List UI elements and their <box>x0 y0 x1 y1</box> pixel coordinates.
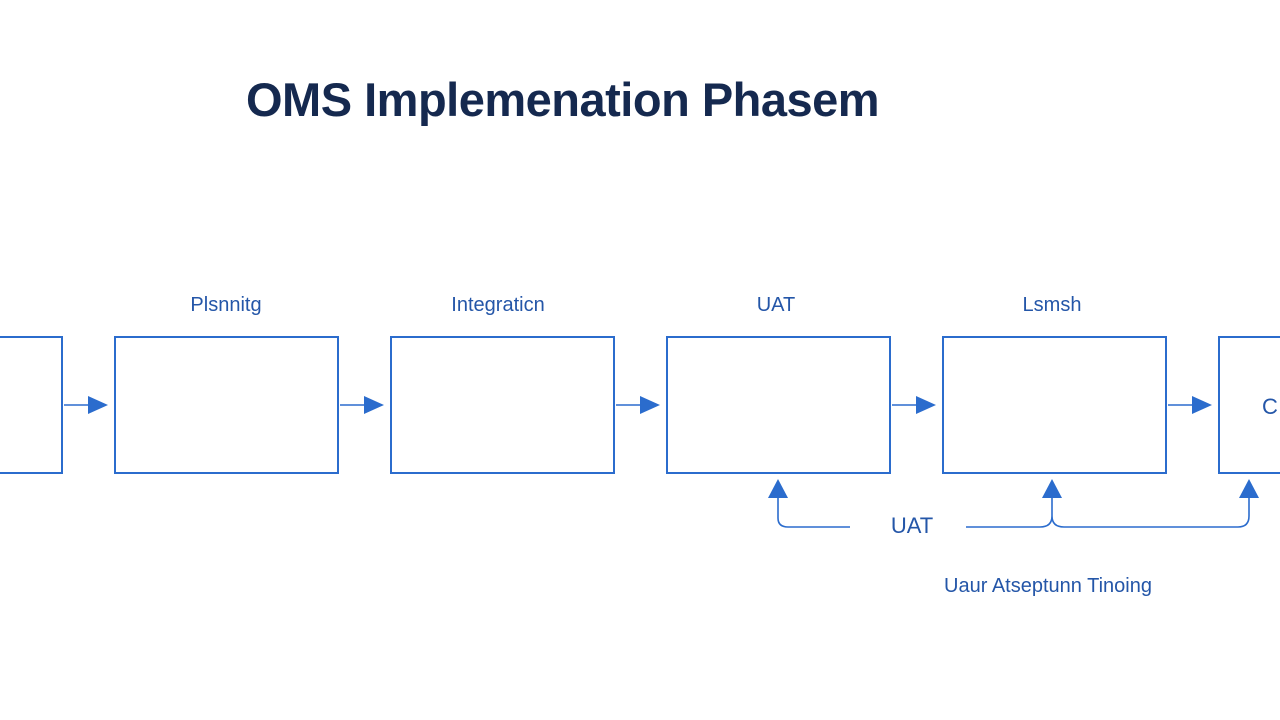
arrow-head-3 <box>640 396 660 414</box>
phase-label-uat: UAT <box>756 294 796 316</box>
feedback-right-line <box>966 498 1250 528</box>
feedback-arrow-head-uat <box>768 479 788 498</box>
phase-label-launch: Lsmsh <box>1022 294 1082 316</box>
feedback-arrow-head-launch <box>1042 479 1062 498</box>
phase-box-previous <box>0 336 63 474</box>
arrow-head-5 <box>1192 396 1212 414</box>
arrow-head-2 <box>364 396 384 414</box>
phase-box-next: C <box>1218 336 1280 474</box>
arrow-head-1 <box>88 396 108 414</box>
diagram-title: OMS Implemenation Phasem <box>246 73 880 126</box>
phase-label-integration: Integraticn <box>451 294 545 316</box>
phase-box-next-text: C <box>1262 394 1278 419</box>
phase-box-integration <box>390 336 615 474</box>
feedback-left-line <box>777 498 850 528</box>
phase-label-planning: Plsnnitg <box>190 294 262 316</box>
phase-box-planning <box>114 336 339 474</box>
arrow-head-4 <box>916 396 936 414</box>
phase-box-uat <box>666 336 891 474</box>
phase-box-launch <box>942 336 1167 474</box>
feedback-caption: Uaur Atseptunn Tinoing <box>944 575 1152 597</box>
feedback-arrow-head-next <box>1239 479 1259 498</box>
feedback-label: UAT <box>890 513 934 538</box>
